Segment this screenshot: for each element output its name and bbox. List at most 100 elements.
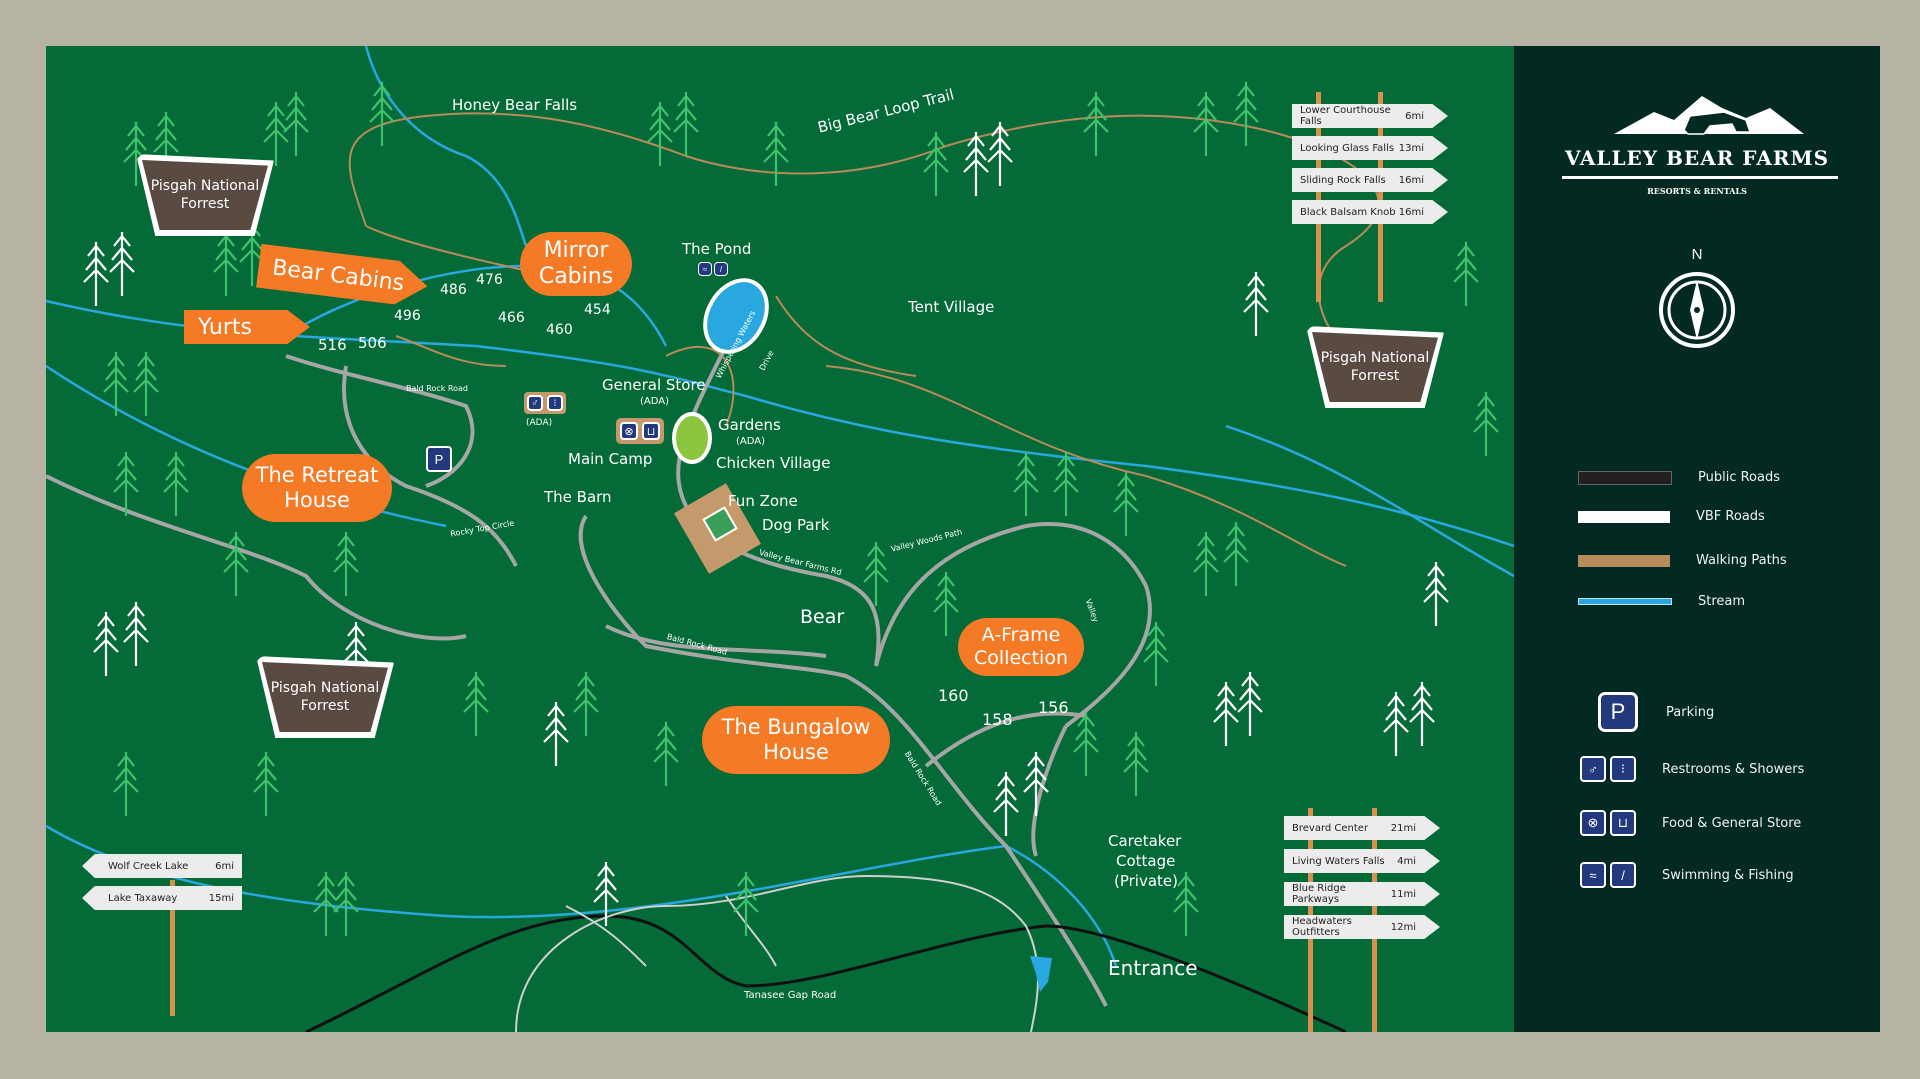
brand-tagline: RESORTS & RENTALS — [1647, 186, 1747, 196]
pisgah-line2: Forrest — [300, 698, 350, 714]
pisgah-line2: Forrest — [1350, 368, 1400, 384]
tree-icon — [1123, 732, 1149, 796]
sign-distance: 6mi — [215, 860, 234, 872]
vbf-road — [874, 522, 1152, 728]
stream — [1225, 424, 1514, 578]
walking-path — [665, 345, 735, 427]
walking-path-swatch — [1578, 554, 1670, 567]
cabin-number: 460 — [546, 322, 573, 338]
public-road — [305, 914, 1347, 1032]
the-barn-label: The Barn — [544, 488, 612, 506]
tree-icon — [123, 602, 149, 666]
public-road-swatch — [1578, 470, 1672, 485]
caretaker-line2: Cottage — [1116, 852, 1176, 870]
cabin-number: 476 — [476, 272, 503, 288]
compass-north-label: N — [1691, 246, 1703, 263]
tree-icon — [343, 622, 369, 686]
brand-divider — [1562, 176, 1838, 179]
legend-label: Public Roads — [1698, 470, 1780, 485]
legend-swimming-fishing: ≈ / Swimming & Fishing — [1514, 862, 1794, 888]
cabin-number: 158 — [982, 710, 1013, 729]
ada-label: (ADA) — [640, 396, 670, 407]
legend-parking: P Parking — [1514, 692, 1714, 732]
tree-icon — [1423, 562, 1449, 626]
legend-label: Food & General Store — [1662, 815, 1802, 831]
vbf-road — [285, 354, 475, 488]
tree-icon — [923, 132, 949, 196]
shower-icon: ⁝ — [547, 395, 563, 411]
honey-bear-falls-label: Honey Bear Falls — [452, 96, 578, 114]
signpost-pole — [1378, 92, 1383, 302]
tree-icon — [1237, 672, 1263, 736]
cabin-number: 506 — [358, 334, 387, 352]
sign-distance: 4mi — [1397, 855, 1416, 867]
tree-icon — [1073, 712, 1099, 776]
pisgah-line1: Pisgah National — [150, 177, 260, 194]
fun-zone-label: Fun Zone — [728, 492, 798, 510]
sign-distance: 13mi — [1398, 142, 1424, 154]
pond-icons: ≈/ — [698, 262, 728, 276]
chicken-village-label: Chicken Village — [716, 454, 831, 472]
legend-public-roads: Public Roads — [1514, 470, 1780, 485]
cabin-number: 156 — [1038, 698, 1069, 717]
stream — [285, 264, 668, 347]
tree-icon — [93, 612, 119, 676]
sign-distance: 12mi — [1390, 921, 1416, 933]
stream — [364, 46, 528, 247]
ada-label: (ADA) — [736, 436, 766, 447]
legend-vbf-roads: VBF Roads — [1514, 509, 1765, 524]
tree-icon — [1453, 242, 1479, 306]
legend-stream: Stream — [1514, 594, 1745, 609]
sign-board: Sliding Rock Falls 16mi — [1292, 168, 1448, 192]
sign-distance: 16mi — [1398, 174, 1424, 186]
parking-marker: P — [426, 446, 456, 472]
trees — [83, 82, 1499, 936]
pond — [703, 278, 769, 354]
tree-icon — [1243, 272, 1269, 336]
vbf-road — [565, 905, 647, 967]
basket-icon: ⊔ — [1610, 810, 1636, 836]
dog-park-label: Dog Park — [762, 516, 830, 534]
cabin-number: 496 — [394, 308, 421, 324]
restroom-icon: ♂ — [1580, 756, 1606, 782]
gardens-label: Gardens — [718, 416, 781, 434]
mirror-line1: Mirror — [543, 237, 609, 263]
sign-destination: Sliding Rock Falls — [1300, 174, 1386, 186]
legend-sidebar: VALLEY BEAR FARMS RESORTS & RENTALS N Pu… — [1514, 46, 1880, 1032]
sign-board: Wolf Creek Lake 6mi — [82, 854, 242, 878]
yurts-text: Yurts — [198, 314, 252, 340]
shower-icon: ⁝ — [1610, 756, 1636, 782]
fishing-icon: / — [714, 262, 728, 276]
signpost-pole — [170, 880, 175, 1016]
tree-icon — [1193, 92, 1219, 156]
parking-icon: P — [426, 446, 452, 472]
sign-distance: 6mi — [1405, 110, 1424, 122]
tree-icon — [863, 542, 889, 606]
sign-destination: Wolf Creek Lake — [108, 860, 189, 872]
tree-icon — [1473, 392, 1499, 456]
legend-label: VBF Roads — [1696, 509, 1765, 524]
tree-icon — [763, 122, 789, 186]
sign-destination: Blue Ridge Parkways — [1292, 883, 1346, 905]
tree-icon — [1013, 452, 1039, 516]
cabin-number: 516 — [318, 336, 347, 354]
tree-icon — [733, 872, 759, 936]
tree-icon — [133, 352, 159, 416]
compass-icon — [1659, 272, 1735, 348]
tree-icon — [573, 672, 599, 736]
legend-walking-paths: Walking Paths — [1514, 553, 1787, 568]
food-icon: ⊗ — [620, 422, 638, 440]
bear-label: Bear — [800, 606, 845, 628]
yurts-label[interactable]: Yurts — [184, 310, 310, 344]
